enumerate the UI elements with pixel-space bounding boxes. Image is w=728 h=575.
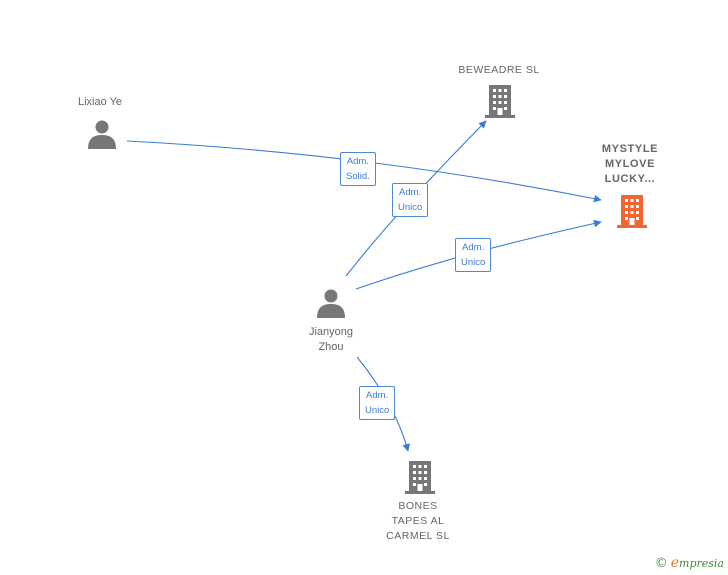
edge-label-line: Unico	[398, 202, 423, 213]
person-icon[interactable]	[317, 289, 345, 319]
edge-label-line: Unico	[461, 257, 486, 268]
node-label-line: CARMEL SL	[386, 530, 450, 542]
person-icon[interactable]	[88, 120, 116, 150]
node-label-line: Zhou	[318, 341, 344, 353]
node-label-line: MYSTYLE	[601, 143, 659, 155]
building-icon[interactable]	[485, 85, 515, 118]
node-label-lixiao-ye[interactable]: Lixiao Ye	[62, 95, 138, 110]
empresia-watermark: ©empresia	[655, 555, 724, 571]
node-label-line: LUCKY...	[604, 173, 656, 185]
edge-label-line: Adm.	[346, 156, 369, 167]
node-label-line: BONES	[398, 500, 438, 512]
node-label-jianyong-zhou[interactable]: Jianyong Zhou	[291, 325, 371, 355]
edge-label-adm-unico[interactable]: Adm. Unico	[392, 183, 429, 217]
node-label-line: Lixiao Ye	[77, 96, 123, 108]
node-label-line: MYLOVE	[604, 158, 656, 170]
edge-label-adm-solid[interactable]: Adm. Solid.	[340, 152, 376, 186]
edge-label-adm-unico[interactable]: Adm. Unico	[455, 238, 492, 272]
edge-label-line: Adm.	[366, 390, 389, 401]
node-label-line: BEWEADRE SL	[458, 64, 540, 76]
building-icon[interactable]	[617, 195, 647, 228]
brand-name: mpresia	[679, 557, 724, 570]
edge-label-adm-unico[interactable]: Adm. Unico	[359, 386, 396, 420]
node-label-line: TAPES AL	[391, 515, 445, 527]
node-label-line: Jianyong	[308, 326, 354, 338]
edge-label-line: Adm.	[399, 187, 422, 198]
edge-label-line: Solid.	[346, 171, 370, 182]
brand-initial: e	[670, 555, 680, 571]
copyright-icon: ©	[654, 556, 668, 571]
node-label-mystyle[interactable]: MYSTYLE MYLOVE LUCKY...	[588, 142, 672, 187]
node-label-beweadre[interactable]: BEWEADRE SL	[443, 63, 555, 78]
edge-label-line: Adm.	[462, 242, 485, 253]
edge-label-line: Unico	[365, 405, 390, 416]
building-icon[interactable]	[405, 461, 435, 494]
node-label-bones[interactable]: BONES TAPES AL CARMEL SL	[370, 499, 466, 544]
